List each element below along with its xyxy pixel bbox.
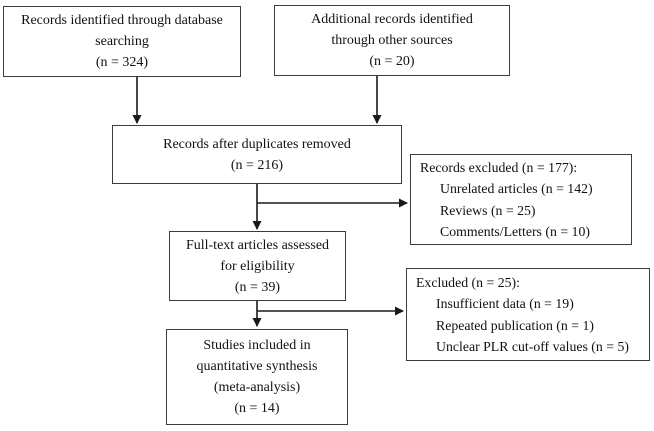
fulltext-excluded-item: Insufficient data (n = 19) <box>436 296 574 311</box>
records-excluded-item: Reviews (n = 25) <box>440 202 536 218</box>
fulltext-excluded-title: Excluded (n = 25): <box>416 274 520 290</box>
box-studies-included: Studies included in quantitative synthes… <box>166 329 348 425</box>
records-excluded-item: Unrelated articles (n = 142) <box>440 181 593 196</box>
fulltext-excluded-item: Repeated publication (n = 1) <box>436 317 594 333</box>
box-records-identified: Records identified through database sear… <box>3 6 241 77</box>
box-duplicates-removed: Records after duplicates removed (n = 21… <box>112 125 402 184</box>
box-additional-records: Additional records identified through ot… <box>274 5 510 76</box>
records-excluded-title: Records excluded (n = 177): <box>420 159 578 175</box>
box-fulltext-assessed: Full-text articles assessed for eligibil… <box>169 231 346 301</box>
fulltext-excluded-item: Unclear PLR cut-off values (n = 5) <box>436 339 629 354</box>
box-fulltext-excluded: Excluded (n = 25): Insufficient data (n … <box>406 268 650 361</box>
box-records-excluded: Records excluded (n = 177): Unrelated ar… <box>410 154 632 245</box>
records-excluded-item: Comments/Letters (n = 10) <box>440 224 590 239</box>
